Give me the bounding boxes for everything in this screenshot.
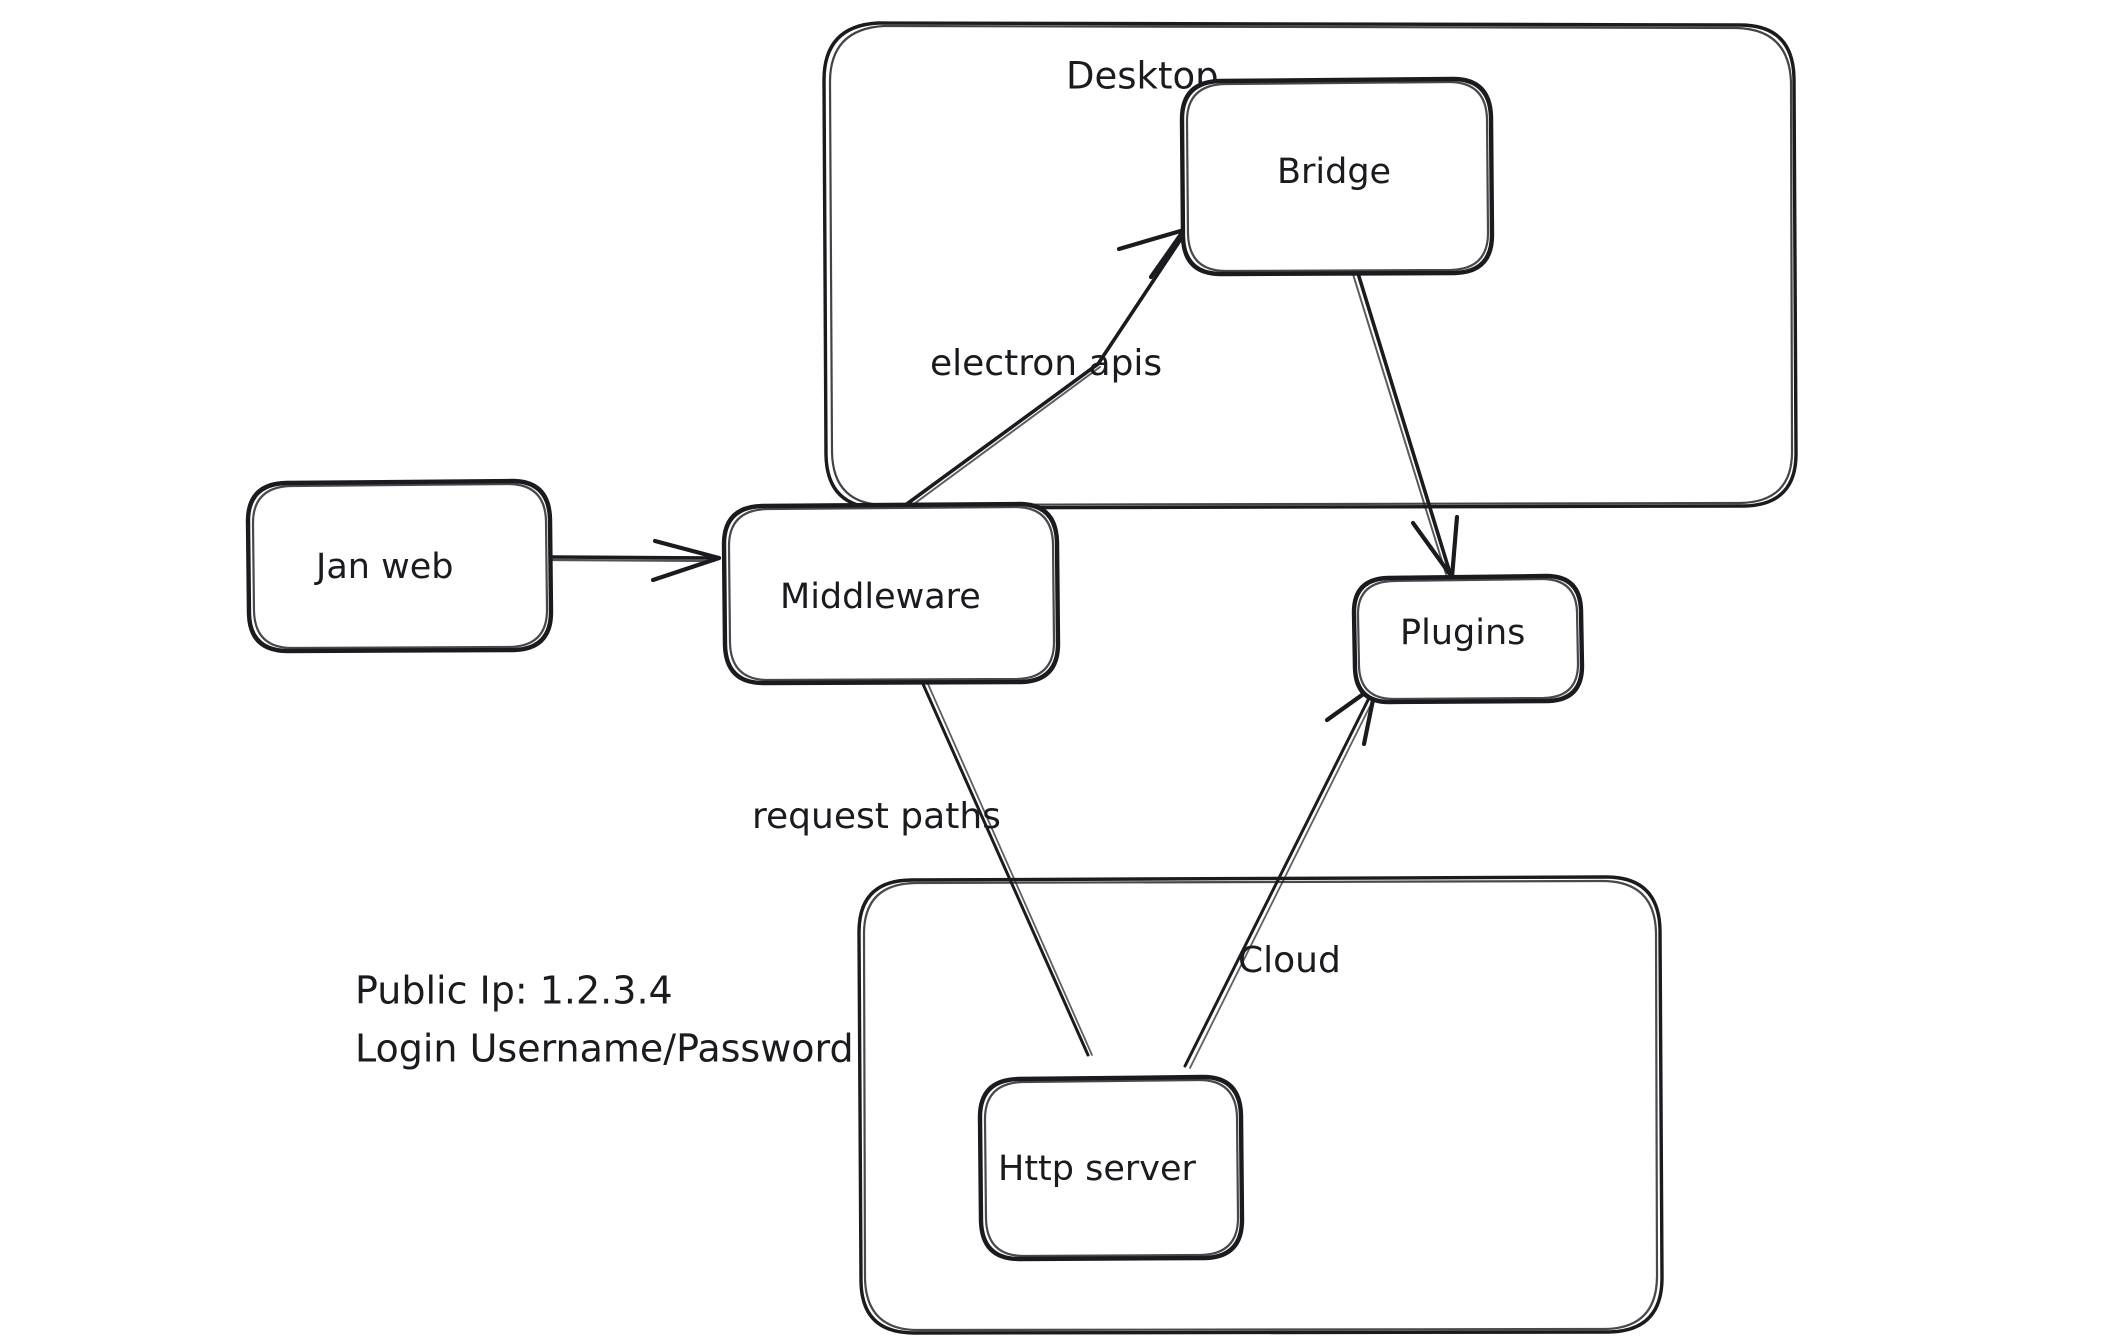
edge-label-request-paths: request paths	[752, 796, 1001, 837]
edge-bridge-to-plugins[interactable]	[1351, 268, 1460, 580]
node-middleware[interactable]: Middleware	[721, 501, 1061, 686]
node-jan-web-label: Jan web	[314, 547, 453, 587]
node-plugins[interactable]: Plugins	[1351, 573, 1585, 705]
edge-label-electron-apis: electron apis	[930, 343, 1162, 384]
node-bridge-label: Bridge	[1277, 152, 1391, 192]
node-http-server-label: Http server	[998, 1149, 1197, 1189]
container-cloud[interactable]	[857, 875, 1664, 1335]
node-bridge[interactable]: Bridge	[1179, 76, 1495, 277]
node-plugins-label: Plugins	[1400, 613, 1525, 653]
node-jan-web[interactable]: Jan web	[245, 478, 554, 654]
edge-middleware-to-bridge[interactable]	[898, 227, 1187, 513]
node-middleware-label: Middleware	[780, 577, 981, 617]
edge-middleware-to-http-server[interactable]	[921, 682, 1093, 1057]
container-desktop[interactable]	[822, 21, 1798, 510]
note-public-ip: Public Ip: 1.2.3.4	[355, 969, 673, 1013]
edge-label-cloud: Cloud	[1238, 940, 1341, 981]
edge-jan-web-to-middleware[interactable]	[550, 538, 722, 583]
note-login-credentials: Login Username/Password	[355, 1027, 854, 1071]
node-http-server[interactable]: Http server	[977, 1074, 1245, 1262]
